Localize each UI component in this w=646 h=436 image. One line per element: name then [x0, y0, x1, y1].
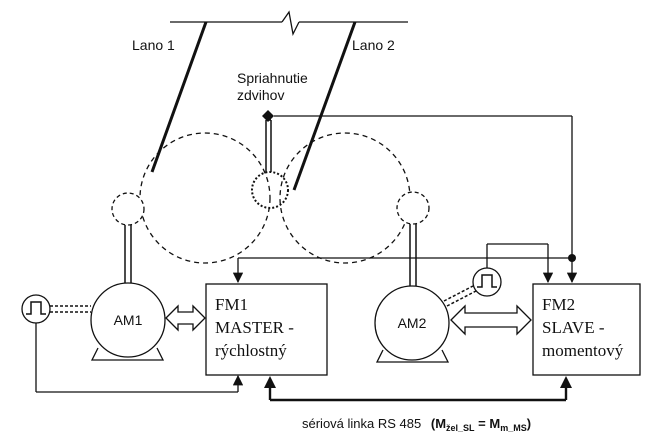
fm2-line3: momentový	[542, 341, 624, 360]
serial-link-arrow-fm1	[264, 376, 276, 388]
serial-link-caption: sériová linka RS 485 (Mžel_SL = Mm_MS)	[302, 416, 531, 433]
serial-link-formula-eq: = M	[475, 416, 501, 431]
am1-shaft	[124, 225, 132, 288]
encoder-1	[21, 294, 51, 324]
motor-am1-label: AM1	[114, 312, 143, 328]
rope-2-line	[292, 21, 357, 191]
coupling-gear	[251, 171, 289, 209]
serial-link-sub-1: žel_SL	[446, 423, 475, 433]
encoder-2	[472, 267, 502, 297]
rope-2-label: Lano 2	[352, 37, 395, 53]
fm2-line1: FM2	[542, 295, 575, 314]
fm1-line3: rýchlostný	[215, 341, 287, 360]
motor-am2: AM2	[374, 285, 450, 363]
encoder-pulse-icon	[477, 274, 497, 288]
motor-am1: AM1	[90, 282, 166, 361]
motor-am2-label: AM2	[398, 315, 427, 331]
serial-link-arrow-fm2	[560, 376, 572, 388]
rope-1-line	[150, 21, 208, 173]
encoder-1-feedback-line	[35, 323, 244, 393]
coupling-shaft	[265, 119, 272, 172]
encoder-pulse-icon	[26, 301, 46, 315]
coupling-label-line1: Spriahnutie	[237, 70, 308, 86]
am1-fm1-power-arrow	[165, 304, 206, 332]
fm1-feedback-line	[232, 257, 572, 284]
coupling-junction-dot	[262, 110, 274, 122]
serial-link-sub-2: m_MS	[500, 423, 527, 433]
converter-fm1	[205, 283, 328, 376]
serial-link-formula-open: (M	[431, 416, 446, 431]
coupling-label-line2: zdvihov	[237, 87, 284, 103]
pinion-2	[396, 191, 430, 225]
am2-encoder-line	[486, 243, 554, 284]
serial-link-formula-close: )	[527, 416, 531, 431]
serial-link-text: sériová linka RS 485	[302, 416, 421, 431]
am2-shaft	[409, 224, 417, 288]
converter-fm2	[532, 283, 641, 376]
encoder-2-link	[443, 285, 477, 307]
rope-1-label: Lano 1	[132, 37, 175, 53]
serial-link-line	[268, 385, 568, 402]
fm1-line2: MASTER -	[215, 318, 294, 337]
encoder-1-link	[50, 305, 91, 313]
drum-1	[139, 132, 271, 264]
fm2-line2: SLAVE -	[542, 318, 605, 337]
drum-2	[279, 132, 411, 264]
am2-fm2-power-arrow	[450, 304, 532, 336]
pinion-1	[111, 192, 145, 226]
fm1-line1: FM1	[215, 295, 248, 314]
